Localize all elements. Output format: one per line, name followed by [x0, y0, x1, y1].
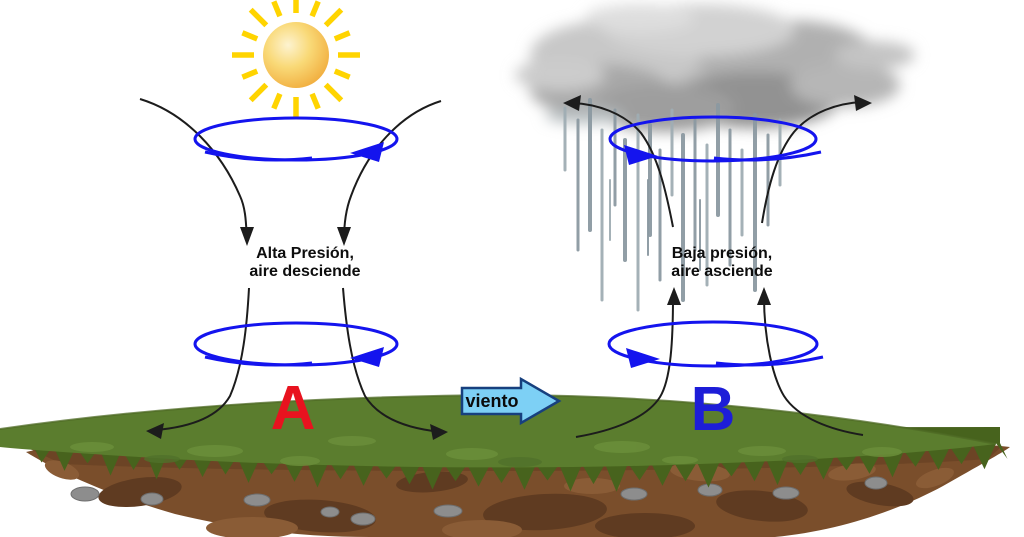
rotation-arrowhead-lower-right	[626, 348, 660, 368]
low-pressure-label-line2: aire asciende	[671, 263, 773, 280]
dirt-light-patches	[44, 460, 954, 537]
zone-letter-a: A	[271, 374, 316, 443]
outflow-aloft-line-right	[761, 101, 864, 224]
wind-label: viento	[465, 391, 518, 411]
rotation-ellipse-upper-right	[608, 115, 818, 163]
high-pressure-label-line2: aire desciende	[249, 263, 360, 280]
sun-disc	[263, 22, 329, 88]
rotation-inner-arc-upper-right	[713, 150, 822, 162]
sun-ray	[271, 0, 283, 18]
sun-ray	[241, 68, 259, 80]
grass-light-patches	[70, 436, 902, 466]
rotation-ellipse-lower-right	[607, 320, 819, 368]
down-arrowhead-left	[240, 227, 254, 246]
outflow-line-right	[342, 287, 434, 432]
grass-dark-spots	[144, 455, 818, 467]
sun-ray	[241, 30, 259, 42]
sun-ray	[271, 92, 283, 110]
rotation-inner-arc-lower-left	[204, 355, 313, 367]
ascending-flow-line-right	[763, 295, 864, 436]
aloft-arrowhead-right	[854, 95, 872, 111]
low-pressure-label-line1: Baja presión,	[672, 245, 772, 262]
rocks	[70, 476, 888, 526]
terrain-island	[0, 393, 1010, 537]
descending-flow-line-left	[139, 98, 248, 241]
rotation-arrowhead-upper-left	[350, 142, 384, 162]
rotation-inner-arc-upper-left	[204, 150, 313, 162]
descending-flow-line-right	[343, 100, 442, 241]
high-pressure-vortex: Alta Presión, aire desciende A	[139, 98, 448, 443]
storm-cloud-icon	[515, 4, 915, 132]
wind-arrow: viento	[460, 376, 562, 426]
sun-ray	[323, 82, 344, 103]
rotation-arrowhead-lower-left	[350, 347, 384, 367]
sun-ray	[333, 30, 351, 42]
sun-ray	[309, 92, 321, 110]
sun-ray	[248, 7, 269, 28]
zone-letter-b: B	[691, 375, 736, 444]
sun-icon	[232, 0, 360, 119]
outflow-line-left	[155, 287, 250, 431]
low-pressure-vortex: Baja presión, aire asciende B	[563, 95, 872, 444]
aloft-arrowhead-left	[563, 95, 581, 111]
rotation-arrowhead-upper-right	[624, 145, 658, 165]
sun-ray	[309, 0, 321, 18]
outflow-aloft-line-left	[571, 102, 674, 228]
sun-ray	[248, 82, 269, 103]
high-pressure-label-line1: Alta Presión,	[256, 245, 354, 262]
rotation-inner-arc-lower-right	[715, 355, 824, 367]
ascending-flow-line-left	[575, 295, 674, 438]
up-arrowhead-right	[757, 287, 771, 305]
sun-ray	[333, 68, 351, 80]
ground-arrowhead-right	[430, 424, 448, 440]
up-arrowhead-left	[667, 287, 681, 305]
sun-rays	[232, 0, 360, 119]
sun-ray	[323, 7, 344, 28]
ground-arrowhead-left	[146, 423, 164, 439]
wind-arrow-shape	[460, 376, 562, 426]
down-arrowhead-right	[337, 227, 351, 246]
